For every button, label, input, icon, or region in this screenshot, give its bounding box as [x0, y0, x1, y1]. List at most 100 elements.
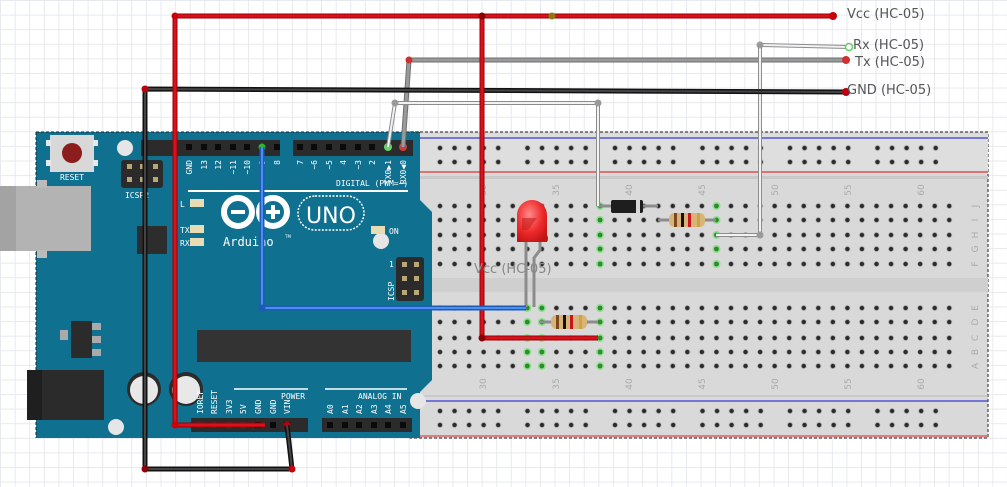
- breadboard-hole[interactable]: [800, 245, 808, 253]
- breadboard-hole[interactable]: [640, 407, 648, 415]
- digital-pin-socket[interactable]: [369, 144, 375, 150]
- wire-bend-point[interactable]: [478, 12, 486, 20]
- breadboard-hole[interactable]: [756, 334, 764, 342]
- breadboard-hole[interactable]: [902, 304, 909, 312]
- breadboard-hole[interactable]: [567, 407, 575, 415]
- breadboard-hole[interactable]: [524, 144, 531, 152]
- breadboard-hole[interactable]: [669, 231, 677, 239]
- breadboard-hole[interactable]: [858, 304, 866, 312]
- breadboard-hole[interactable]: [611, 348, 618, 356]
- breadboard-hole[interactable]: [655, 421, 663, 429]
- breadboard-hole[interactable]: [830, 407, 838, 415]
- breadboard-hole[interactable]: [844, 304, 851, 312]
- breadboard-hole[interactable]: [801, 158, 808, 166]
- breadboard-hole[interactable]: [742, 260, 749, 268]
- breadboard-hole[interactable]: [800, 216, 808, 224]
- breadboard-hole[interactable]: [567, 348, 575, 356]
- breadboard-hole[interactable]: [480, 348, 488, 356]
- breadboard-hole[interactable]: [887, 348, 895, 356]
- breadboard-hole[interactable]: [509, 231, 517, 239]
- breadboard-hole[interactable]: [597, 246, 603, 252]
- breadboard-hole[interactable]: [873, 304, 880, 312]
- breadboard-hole[interactable]: [625, 245, 633, 253]
- breadboard-hole[interactable]: [727, 202, 735, 210]
- breadboard-hole[interactable]: [451, 348, 458, 356]
- breadboard-hole[interactable]: [451, 245, 458, 253]
- breadboard-hole[interactable]: [858, 318, 866, 326]
- breadboard-hole[interactable]: [683, 334, 691, 342]
- breadboard-hole[interactable]: [903, 158, 910, 166]
- breadboard-hole[interactable]: [494, 407, 502, 415]
- breadboard-hole[interactable]: [465, 407, 473, 415]
- breadboard-hole[interactable]: [626, 407, 633, 415]
- breadboard-hole[interactable]: [654, 260, 662, 268]
- breadboard-hole[interactable]: [640, 144, 648, 152]
- breadboard-hole[interactable]: [669, 260, 677, 268]
- breadboard-hole[interactable]: [945, 304, 953, 312]
- breadboard-hole[interactable]: [771, 260, 779, 268]
- breadboard-hole[interactable]: [480, 362, 488, 370]
- breadboard-hole[interactable]: [742, 216, 749, 224]
- breadboard-hole[interactable]: [887, 362, 895, 370]
- breadboard-hole[interactable]: [887, 304, 895, 312]
- wire-bend-point[interactable]: [391, 99, 399, 107]
- breadboard-hole[interactable]: [683, 362, 691, 370]
- breadboard-hole[interactable]: [698, 318, 706, 326]
- breadboard-hole[interactable]: [553, 231, 560, 239]
- breadboard-hole[interactable]: [815, 421, 823, 429]
- breadboard-hole[interactable]: [728, 144, 735, 152]
- digital-pin-socket[interactable]: [355, 144, 361, 150]
- breadboard-hole[interactable]: [611, 421, 619, 429]
- breadboard-hole[interactable]: [887, 334, 895, 342]
- breadboard-hole[interactable]: [844, 334, 851, 342]
- breadboard-hole[interactable]: [858, 231, 866, 239]
- breadboard-hole[interactable]: [902, 334, 909, 342]
- breadboard-hole[interactable]: [742, 202, 749, 210]
- breadboard-hole[interactable]: [713, 362, 720, 370]
- breadboard-hole[interactable]: [814, 245, 822, 253]
- breadboard-hole[interactable]: [945, 202, 953, 210]
- breadboard-hole[interactable]: [786, 421, 794, 429]
- breadboard-hole[interactable]: [830, 421, 838, 429]
- breadboard-hole[interactable]: [699, 407, 706, 415]
- breadboard-hole[interactable]: [785, 304, 793, 312]
- breadboard-hole[interactable]: [771, 231, 779, 239]
- tx-endpoint[interactable]: [842, 56, 850, 64]
- wire-junction-point[interactable]: [548, 12, 556, 20]
- analog-pin-socket[interactable]: [371, 422, 377, 428]
- breadboard-hole[interactable]: [640, 260, 648, 268]
- breadboard-hole[interactable]: [785, 202, 793, 210]
- breadboard-hole[interactable]: [785, 318, 793, 326]
- breadboard-hole[interactable]: [727, 362, 735, 370]
- breadboard-hole[interactable]: [727, 216, 735, 224]
- breadboard-hole[interactable]: [771, 348, 779, 356]
- breadboard-hole[interactable]: [945, 216, 953, 224]
- breadboard-hole[interactable]: [494, 348, 502, 356]
- breadboard-hole[interactable]: [654, 304, 662, 312]
- breadboard-hole[interactable]: [932, 158, 940, 166]
- breadboard-hole[interactable]: [830, 158, 838, 166]
- breadboard-hole[interactable]: [451, 144, 458, 152]
- breadboard-hole[interactable]: [858, 362, 866, 370]
- breadboard-hole[interactable]: [436, 231, 444, 239]
- digital-pin-socket[interactable]: [274, 144, 280, 150]
- breadboard-hole[interactable]: [742, 318, 749, 326]
- gnd-endpoint[interactable]: [842, 88, 850, 96]
- breadboard-hole[interactable]: [756, 348, 764, 356]
- breadboard-hole[interactable]: [903, 421, 910, 429]
- breadboard-hole[interactable]: [582, 304, 589, 312]
- breadboard-hole[interactable]: [669, 144, 677, 152]
- reset-button[interactable]: [46, 135, 98, 172]
- breadboard-hole[interactable]: [553, 245, 560, 253]
- breadboard-hole[interactable]: [538, 158, 546, 166]
- breadboard-hole[interactable]: [931, 304, 939, 312]
- breadboard-hole[interactable]: [888, 421, 896, 429]
- breadboard-hole[interactable]: [814, 318, 822, 326]
- vcc-endpoint[interactable]: [829, 12, 837, 20]
- breadboard-hole[interactable]: [640, 318, 648, 326]
- wire-bend-point[interactable]: [756, 41, 764, 49]
- breadboard-hole[interactable]: [713, 348, 720, 356]
- breadboard-hole[interactable]: [945, 362, 953, 370]
- breadboard-hole[interactable]: [582, 421, 590, 429]
- breadboard-hole[interactable]: [538, 144, 546, 152]
